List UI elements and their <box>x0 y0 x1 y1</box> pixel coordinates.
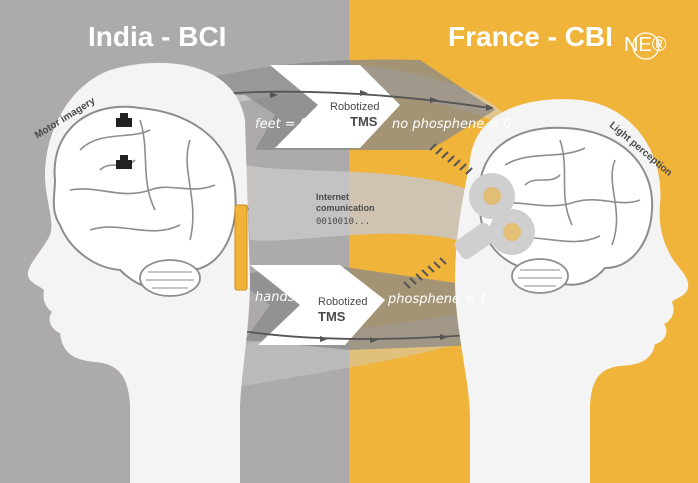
tms-beam-bottom <box>403 257 447 289</box>
bottom-device-label-2: TMS <box>318 309 346 324</box>
top-device-label-2: TMS <box>350 114 378 129</box>
right-cerebellum-lines <box>518 269 562 287</box>
no-phosphene-label: no phosphene = 0 <box>392 117 512 132</box>
binary-code-label: 0010010... <box>316 217 371 227</box>
top-signal-marker <box>270 92 278 98</box>
bottom-signal-marker <box>370 337 378 343</box>
tms-beam-top <box>429 143 473 175</box>
bottom-signal-line <box>234 329 471 340</box>
feet-label: feet = 0 <box>255 117 309 132</box>
left-title: India - BCI <box>88 21 227 52</box>
electrode <box>116 160 132 169</box>
top-device-label-1: Robotized <box>330 101 380 113</box>
bottom-device-label-1: Robotized <box>318 296 368 308</box>
bottom-signal-marker <box>440 334 448 340</box>
left-brain <box>52 105 237 290</box>
top-signal-marker <box>486 104 494 111</box>
hands-label: hands = 1 <box>255 290 322 305</box>
communication-label: comunication <box>316 203 375 213</box>
bci-amplifier-bar <box>234 204 248 291</box>
logo-circle <box>632 32 660 60</box>
right-cerebellum <box>511 258 569 294</box>
left-cerebellum-lines <box>146 271 194 289</box>
bottom-signal-marker <box>320 336 328 342</box>
bottom-flow-white-chevron <box>250 265 385 345</box>
middle-flow-band <box>245 165 475 245</box>
electrode <box>116 118 132 127</box>
left-cerebellum <box>139 259 201 297</box>
right-brain-fold <box>494 139 641 246</box>
electrode <box>120 113 128 119</box>
left-brain-fold <box>69 119 216 241</box>
tms-coil-icon <box>454 173 535 260</box>
phosphene-label: phosphene = 1 <box>388 292 488 307</box>
logo: NE® <box>624 34 667 56</box>
right-title: France - CBI <box>448 21 613 52</box>
top-signal-marker <box>430 97 438 103</box>
top-signal-marker <box>360 90 368 96</box>
top-flow-white-chevron <box>270 65 400 148</box>
internet-label: Internet <box>316 192 350 202</box>
electrode <box>120 155 128 161</box>
